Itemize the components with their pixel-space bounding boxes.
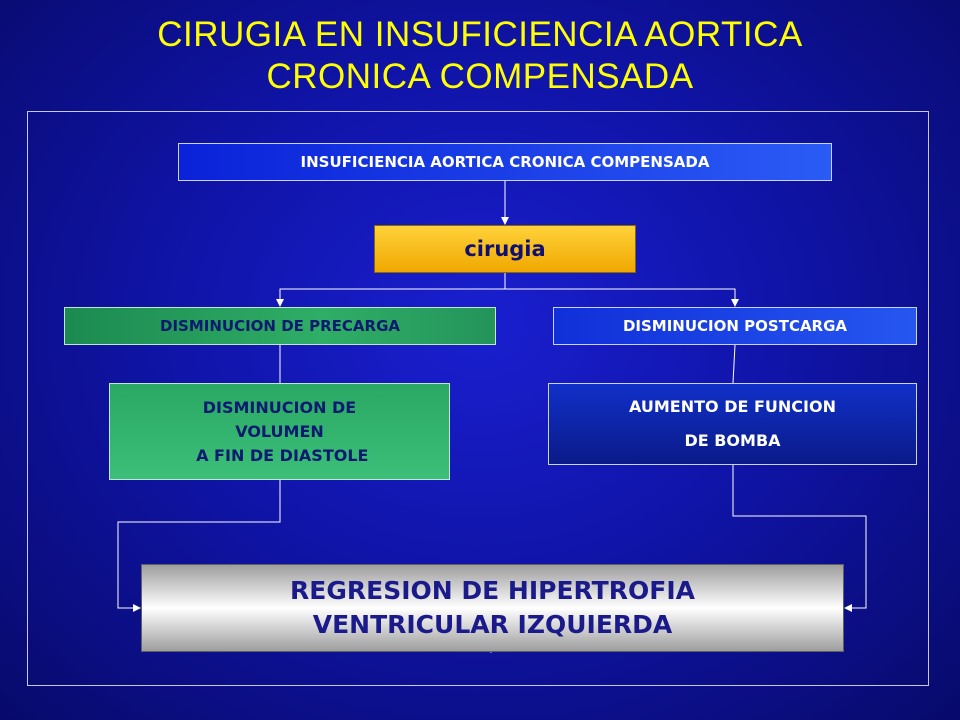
slide-title-line-2: CRONICA COMPENSADA [266,57,694,96]
box-aumento-funcion-line-2: DE BOMBA [684,431,781,450]
box-disminucion-volumen-line-3: A FIN DE DIASTOLE [190,445,369,465]
slide-title: CIRUGIA EN INSUFICIENCIA AORTICA CRONICA… [0,14,960,98]
line-postcarga-to-funcion [732,344,736,384]
box-regresion-line-1: REGRESION DE HIPERTROFIA [290,576,695,605]
box-disminucion-precarga: DISMINUCION DE PRECARGA [64,307,496,345]
arrow-funcion-to-regresion [732,465,867,612]
box-disminucion-postcarga: DISMINUCION POSTCARGA [553,307,917,345]
box-regresion-hipertrofia: REGRESION DE HIPERTROFIA VENTRICULAR IZQ… [141,564,844,652]
box-aumento-funcion-line-1: AUMENTO DE FUNCION [629,397,836,416]
diagram-panel [27,111,929,686]
arrow-surgery-to-precarga [276,273,506,307]
slide-title-line-1: CIRUGIA EN INSUFICIENCIA AORTICA [157,15,803,54]
box-insuficiencia-aortica: INSUFICIENCIA AORTICA CRONICA COMPENSADA [178,143,832,181]
box-disminucion-volumen: DISMINUCION DE VOLUMEN A FIN DE DIASTOLE [109,383,450,480]
box-regresion-line-2: VENTRICULAR IZQUIERDA [312,610,673,639]
box-disminucion-volumen-line-2: VOLUMEN [235,421,324,441]
arrow-surgery-to-postcarga [505,288,739,307]
box-disminucion-volumen-line-1: DISMINUCION DE [202,397,357,417]
arrow-volumen-to-regresion [117,480,281,612]
box-cirugia: cirugia [374,225,636,273]
box-aumento-funcion: AUMENTO DE FUNCION DE BOMBA [548,383,917,465]
